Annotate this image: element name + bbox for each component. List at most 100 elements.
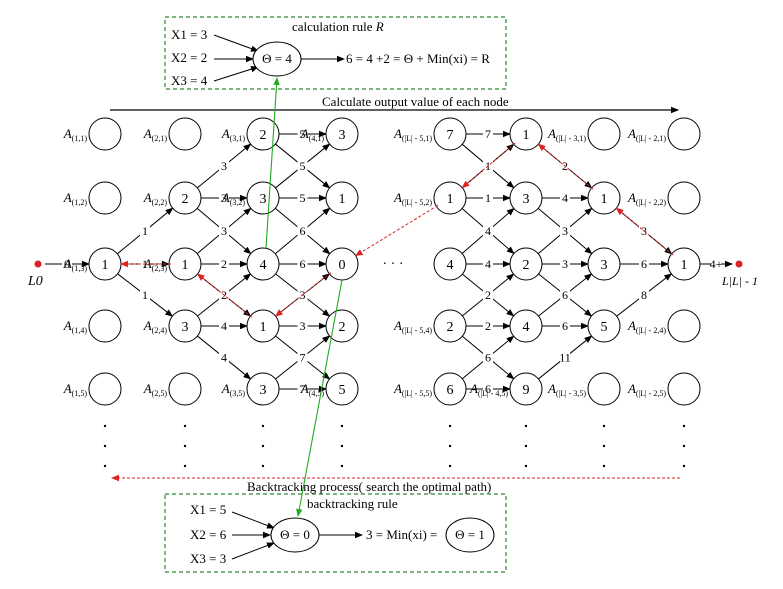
node-m42	[509, 181, 543, 215]
node-value: 3	[339, 128, 346, 143]
continuation-dot	[103, 444, 107, 448]
edge-weight-bg	[297, 319, 308, 331]
edge-weight-bg	[560, 319, 570, 331]
edge-weight: 0	[64, 257, 70, 271]
node-s31	[587, 117, 621, 151]
edge-weight: 1	[142, 288, 148, 302]
node-label: A(1,1)	[63, 126, 88, 143]
node-label: A(|L| - 4,5)	[469, 381, 508, 398]
node-m23	[667, 247, 701, 281]
backtrack-label: Backtracking process( search the optimal…	[247, 479, 491, 494]
calc-input-x1: X1 = 3	[171, 27, 207, 42]
start-label: L0	[27, 274, 43, 289]
continuation-dot	[682, 424, 686, 428]
edge-weight-bg	[560, 288, 570, 300]
backtrack-edge-n43-n34	[274, 272, 332, 317]
edge-weight-bg	[483, 191, 493, 203]
node-label: A(2,2)	[143, 190, 168, 207]
node-m32	[587, 181, 621, 215]
continuation-dot	[261, 424, 265, 428]
continuation-dot	[448, 444, 452, 448]
node-label: A(|L| - 2,1)	[627, 126, 666, 143]
edge-weight: 8	[641, 288, 647, 302]
backtracking-rule-box: backtracking rule X1 = 5 X2 = 6 X3 = 3 Θ…	[164, 493, 507, 573]
edge-weight-bg	[560, 224, 570, 236]
overlay-layer: · · ·	[103, 77, 686, 517]
back-input-x2: X2 = 6	[190, 527, 227, 542]
node-label: A(1,2)	[63, 190, 88, 207]
node-label: A(2,1)	[143, 126, 168, 143]
node-s11	[88, 117, 122, 151]
edge-weight-bg	[219, 159, 229, 171]
continuation-dot	[682, 464, 686, 468]
back-result-label: Θ = 1	[455, 527, 485, 542]
continuation-dot	[524, 464, 528, 468]
node-value: 1	[601, 192, 608, 207]
node-label: A(|L| - 2,2)	[627, 190, 666, 207]
node-n32	[246, 181, 280, 215]
forward-label: Calculate output value of each node	[322, 94, 509, 109]
edge-weight: 6	[300, 257, 306, 271]
edge-weight-bg	[483, 127, 493, 139]
edge-weight-bg	[297, 257, 308, 269]
node-m34	[587, 309, 621, 343]
continuation-dot	[602, 464, 606, 468]
node-label: A(3,1)	[221, 126, 246, 143]
node-value: 4	[260, 258, 267, 273]
node-label: A(|L| - 3,1)	[547, 126, 586, 143]
edge-weight: 3	[221, 191, 227, 205]
node-label: A(4,1)	[300, 126, 325, 143]
node-n22	[168, 181, 202, 215]
continuation-dot	[682, 444, 686, 448]
node-m53	[433, 247, 467, 281]
start-point	[34, 260, 42, 268]
node-label: A(1,5)	[63, 381, 88, 398]
edge-weight: 3	[221, 224, 227, 238]
edge-weight: 7	[485, 127, 491, 141]
edge-weight: 6	[562, 319, 568, 333]
back-theta-label: Θ = 0	[280, 527, 310, 542]
calc-theta-label: Θ = 4	[262, 51, 292, 66]
node-value: 1	[182, 258, 189, 273]
edge-weight-bg	[483, 382, 493, 394]
edges-layer: 0111332323244555566633377771144422226624…	[45, 127, 733, 396]
node-value: 3	[182, 320, 189, 335]
node-n34	[246, 309, 280, 343]
node-label: A(3,5)	[221, 381, 246, 398]
node-value: 3	[523, 192, 530, 207]
calc-input-x2: X2 = 2	[171, 50, 207, 65]
edge-weight-bg	[483, 288, 493, 300]
edge-weight-bg	[483, 319, 493, 331]
backtracking-rule-title: backtracking rule	[307, 496, 398, 511]
green-link-to-back-rule	[296, 279, 343, 517]
node-s22b	[667, 181, 701, 215]
back-input-x3: X3 = 3	[190, 551, 226, 566]
continuation-dot	[183, 444, 187, 448]
continuation-dot	[340, 424, 344, 428]
node-label: A(4,5)	[300, 381, 325, 398]
edge-weight: 7	[300, 382, 306, 396]
node-label: A(1,3)	[63, 256, 88, 273]
node-value: 1	[447, 192, 454, 207]
node-s21b	[667, 117, 701, 151]
edge-weight: 2	[221, 257, 227, 271]
node-s24b	[667, 309, 701, 343]
edge-weight: 4	[485, 257, 491, 271]
edge-weight: 4+	[710, 257, 723, 271]
edge-weight: 3	[562, 224, 568, 238]
node-m54	[433, 309, 467, 343]
node-m33	[587, 247, 621, 281]
edge-weight: 4	[221, 351, 227, 365]
edge-weight-bg	[219, 224, 229, 236]
layer-ellipsis: · · ·	[383, 257, 404, 272]
edge-weight: 6	[300, 224, 306, 238]
node-value: 2	[339, 320, 346, 335]
node-n45	[325, 372, 359, 406]
continuation-dot	[602, 444, 606, 448]
edge-weight: 6	[485, 351, 491, 365]
node-value: 5	[601, 320, 608, 335]
edge-weight: 5	[300, 191, 306, 205]
continuation-dot	[448, 424, 452, 428]
node-s25b	[667, 372, 701, 406]
